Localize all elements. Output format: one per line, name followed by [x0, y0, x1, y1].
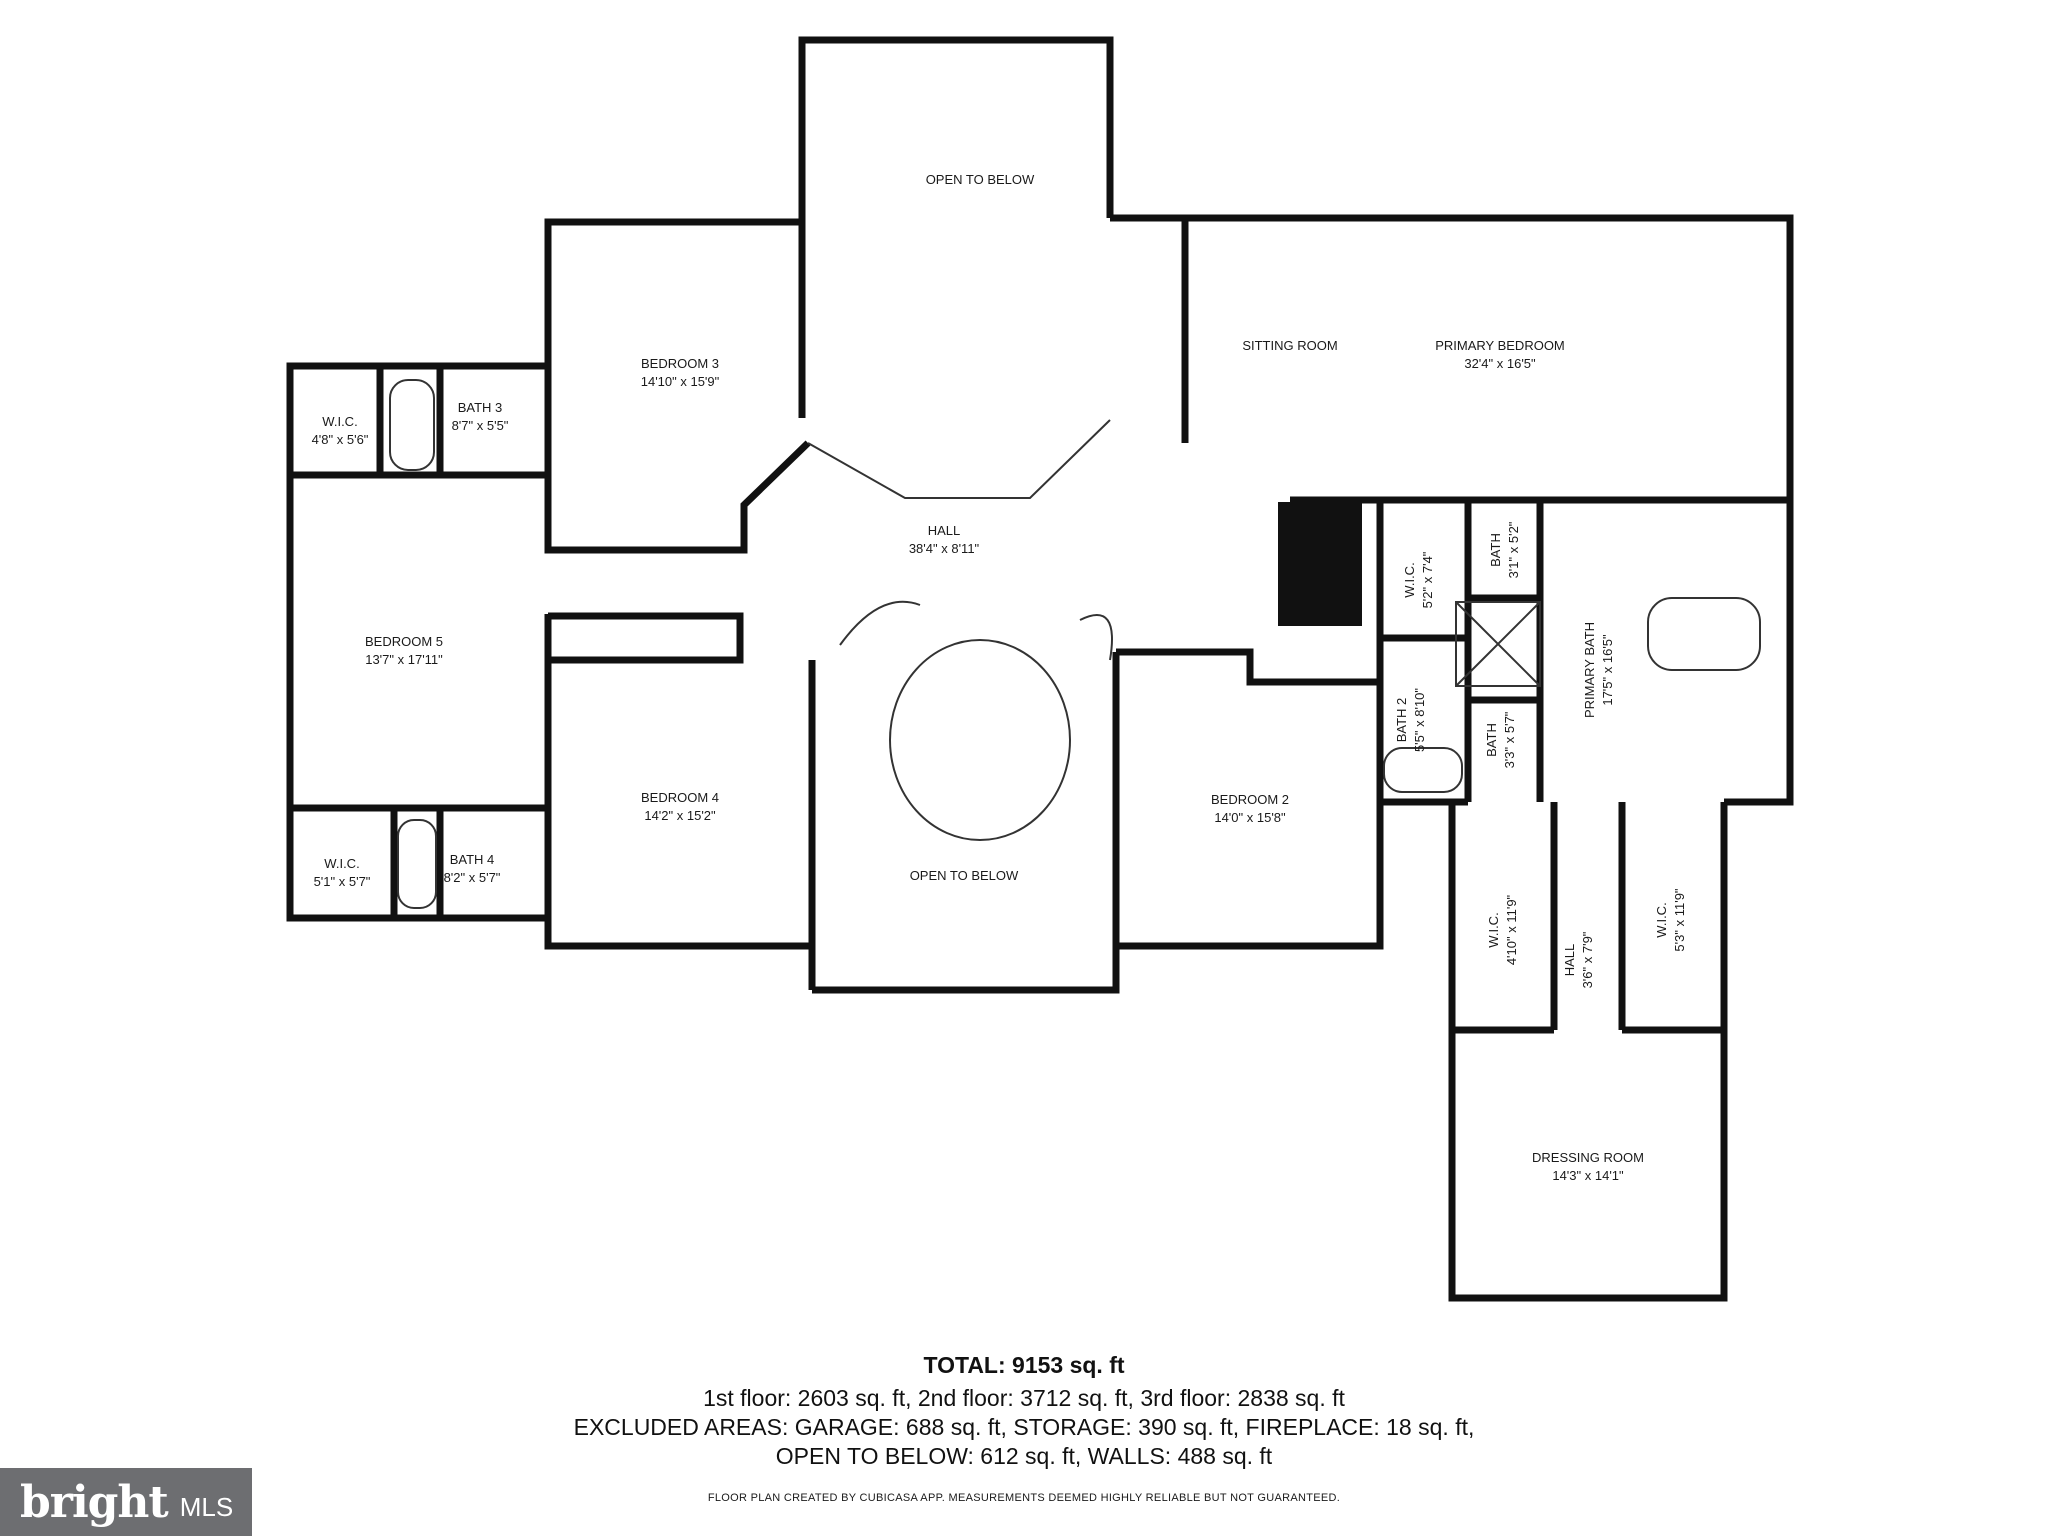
open-and-walls: OPEN TO BELOW: 612 sq. ft, WALLS: 488 sq…: [775, 1443, 1273, 1469]
label-wic-primary: W.I.C.: [1402, 562, 1417, 597]
label-bath-small-mid: BATH: [1484, 723, 1499, 757]
dims-wic-left-top: 4'8" x 5'6": [312, 432, 369, 447]
label-open-to-below-top: OPEN TO BELOW: [926, 172, 1035, 187]
wall-wic-bath2: [1376, 500, 1468, 806]
wall-bedroom3: [544, 218, 811, 554]
dims-wic-dress-left: 4'10" x 11'9": [1504, 894, 1519, 965]
excluded-areas: EXCLUDED AREAS: GARAGE: 688 sq. ft, STOR…: [573, 1414, 1475, 1440]
label-bedroom2: BEDROOM 2: [1211, 792, 1289, 807]
shower: [1455, 601, 1541, 687]
disclaimer: FLOOR PLAN CREATED BY CUBICASA APP. MEAS…: [707, 1492, 1341, 1504]
dims-bath4: 8'2" x 5'7": [444, 870, 501, 885]
label-wic-left-bottom: W.I.C.: [324, 856, 359, 871]
bright-mls-logo: bright MLS: [0, 1468, 252, 1536]
label-bedroom3: BEDROOM 3: [641, 356, 719, 371]
total-area: TOTAL: 9153 sq. ft: [923, 1352, 1125, 1378]
bathtub-bath4: [397, 819, 437, 909]
dims-bath-small-mid: 3'3" x 5'7": [1502, 711, 1517, 768]
dims-primary-bath: 17'5" x 16'5": [1600, 634, 1615, 706]
dims-bedroom5: 13'7" x 17'11": [365, 652, 443, 667]
walls: [286, 36, 1794, 1302]
dims-bath-small-top: 3'1" x 5'2": [1506, 521, 1521, 578]
wall-bedroom4-outer: [544, 940, 812, 950]
dims-wic-dress-right: 5'3" x 11'9": [1672, 888, 1687, 951]
floor-plan: OPEN TO BELOW BEDROOM 3 14'10" x 15'9" W…: [286, 36, 1794, 1302]
fireplace-block: [1278, 502, 1362, 626]
dims-bath3: 8'7" x 5'5": [452, 418, 509, 433]
label-bath3: BATH 3: [458, 400, 503, 415]
octagon-inner: [807, 419, 1111, 499]
dims-dressing-room: 14'3" x 14'1": [1552, 1168, 1624, 1183]
label-wic-left-top: W.I.C.: [322, 414, 357, 429]
dims-wic-left-bottom: 5'1" x 5'7": [314, 874, 371, 889]
room-labels: OPEN TO BELOW BEDROOM 3 14'10" x 15'9" W…: [312, 172, 1687, 1183]
label-wic-dress-left: W.I.C.: [1486, 912, 1501, 947]
wall-primary-outer: [1185, 214, 1794, 500]
dims-wic-primary: 5'2" x 7'4": [1420, 551, 1435, 608]
dims-bedroom2: 14'0" x 15'8": [1214, 810, 1286, 825]
dims-hall: 38'4" x 8'11": [909, 541, 980, 556]
wall-bath3-wic: [286, 362, 548, 479]
label-open-to-below-bottom: OPEN TO BELOW: [910, 868, 1019, 883]
bathtub-primary: [1647, 597, 1761, 671]
label-sitting-room: SITTING ROOM: [1242, 338, 1337, 353]
bathtub-bath3: [389, 379, 435, 471]
dims-bedroom3: 14'10" x 15'9": [641, 374, 720, 389]
label-bath-small-top: BATH: [1488, 533, 1503, 567]
label-wic-dress-right: W.I.C.: [1654, 902, 1669, 937]
label-primary-bath: PRIMARY BATH: [1582, 622, 1597, 718]
dims-bedroom4: 14'2" x 15'2": [644, 808, 716, 823]
staircase: [839, 600, 1113, 841]
label-bedroom4: BEDROOM 4: [641, 790, 719, 805]
label-bath2: BATH 2: [1394, 698, 1409, 743]
wall-bedroom4: [548, 612, 744, 664]
label-hall-small: HALL: [1562, 944, 1577, 977]
wall-bedroom5: [286, 475, 548, 922]
wall-open-bottom: [812, 652, 1120, 994]
label-hall: HALL: [928, 523, 961, 538]
wall-primary-bath-outer: [1724, 500, 1794, 806]
brand-suffix: MLS: [179, 1491, 234, 1522]
wall-primary-top: [1110, 214, 1189, 443]
bathtub-bath2: [1383, 747, 1463, 793]
dims-bath2: 5'5" x 8'10": [1412, 688, 1427, 752]
wall-octagon-top: [798, 36, 1114, 220]
label-dressing-room: DRESSING ROOM: [1532, 1150, 1644, 1165]
label-primary-bedroom: PRIMARY BEDROOM: [1435, 338, 1565, 353]
dims-primary-bedroom: 32'4" x 16'5": [1464, 356, 1536, 371]
label-bedroom5: BEDROOM 5: [365, 634, 443, 649]
wall-dressing-wing: [1448, 802, 1728, 1302]
floor-areas: 1st floor: 2603 sq. ft, 2nd floor: 3712 …: [703, 1385, 1345, 1411]
label-bath4: BATH 4: [450, 852, 495, 867]
dims-hall-small: 3'6" x 7'9": [1580, 931, 1595, 988]
brand-word: bright: [20, 1476, 169, 1528]
